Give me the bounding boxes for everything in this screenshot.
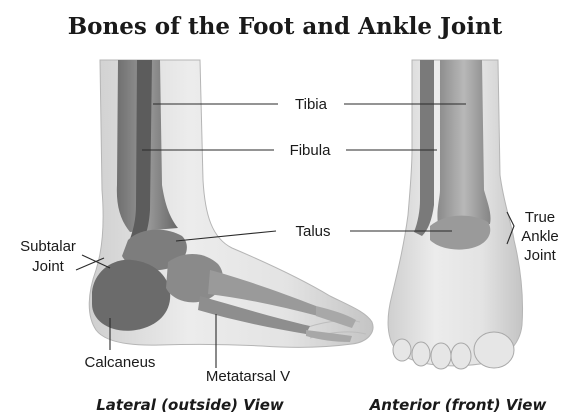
caption-anterior-view: Anterior (front) View [369,396,547,414]
anterior-view-illustration [388,60,522,369]
label-talus: Talus [295,223,330,240]
label-subtalar-line2: Joint [32,258,65,275]
label-tibia: Tibia [295,96,328,113]
caption-lateral-view: Lateral (outside) View [96,396,284,414]
lateral-view-illustration [89,60,373,347]
label-calcaneus: Calcaneus [85,354,156,371]
label-fibula: Fibula [290,142,332,159]
label-true-ankle-line3: Joint [524,247,557,264]
diagram-title: Bones of the Foot and Ankle Joint [68,13,503,40]
label-true-ankle-line1: True [525,209,555,226]
label-subtalar-line1: Subtalar [20,238,76,255]
label-metatarsal-v: Metatarsal V [206,368,290,385]
label-true-ankle-line2: Ankle [521,228,559,245]
